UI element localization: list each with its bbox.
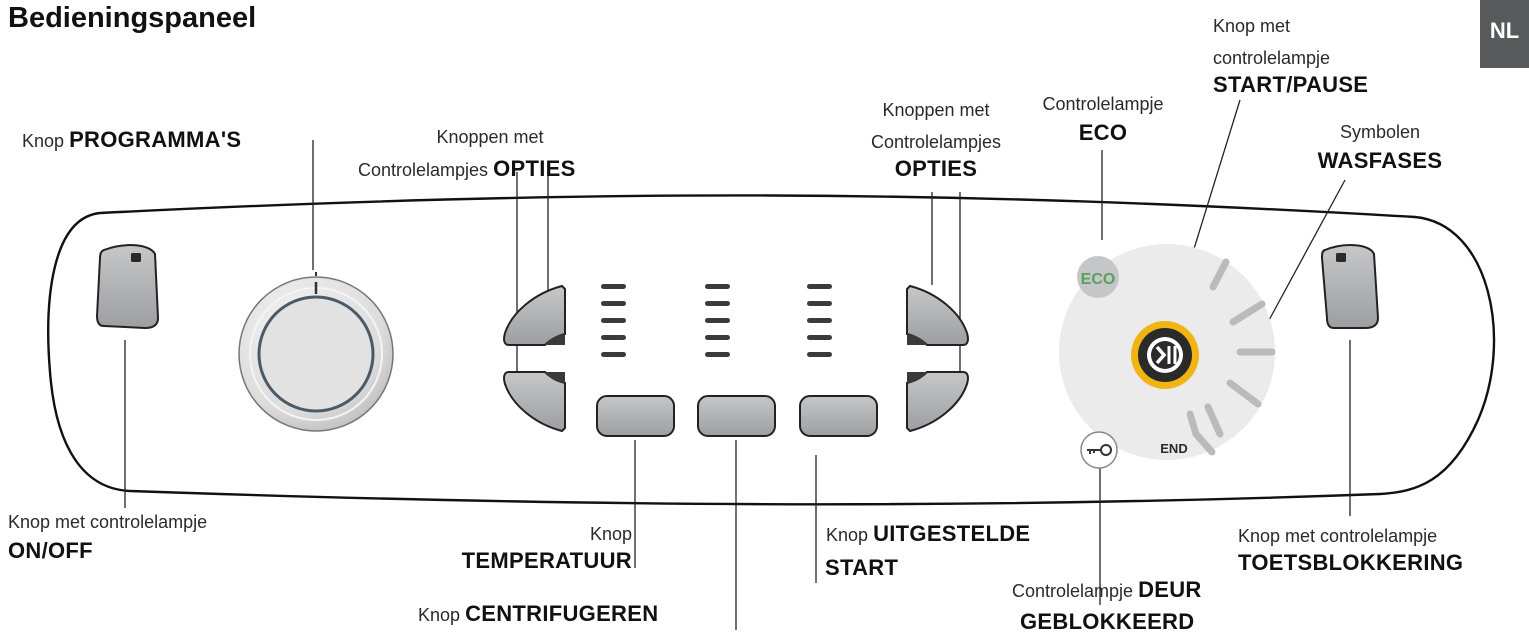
- wash-phase-symbols: [1186, 258, 1276, 456]
- option-button-left-bottom[interactable]: [503, 371, 566, 433]
- label-programs: Knop PROGRAMMA'S: [22, 127, 242, 152]
- label-temperature: Knop TEMPERATUUR: [461, 524, 632, 573]
- delayed-start-button[interactable]: [799, 395, 878, 437]
- label-delayed-start-line2: START: [825, 555, 899, 580]
- label-wash-phases: Symbolen WASFASES: [1317, 122, 1443, 173]
- start-pause-button[interactable]: [1131, 321, 1199, 389]
- label-options-left-line2: Controlelampjes OPTIES: [358, 156, 576, 181]
- key-lock-indicator: [1336, 253, 1346, 262]
- eco-indicator: ECO: [1077, 256, 1119, 298]
- level-indicators: [601, 284, 832, 357]
- label-options-right: Knoppen met Controlelampjes OPTIES: [870, 100, 1002, 181]
- door-lock-indicator: [1080, 431, 1118, 469]
- label-key-lock: Knop met controlelampje TOETSBLOKKERING: [1238, 526, 1464, 575]
- label-on-off: Knop met controlelampje ON/OFF: [8, 512, 208, 563]
- page-title: Bedieningspaneel: [8, 2, 257, 34]
- on-off-button[interactable]: [95, 244, 160, 330]
- label-door-locked-line2: GEBLOKKEERD: [1020, 609, 1195, 634]
- option-button-right-top[interactable]: [906, 284, 969, 346]
- spin-button[interactable]: [697, 395, 776, 437]
- temperature-button[interactable]: [596, 395, 675, 437]
- label-door-locked: Controlelampje DEUR: [1012, 577, 1202, 602]
- eco-badge-text: ECO: [1081, 271, 1116, 288]
- end-label: END: [1160, 441, 1187, 456]
- program-knob[interactable]: [238, 272, 394, 432]
- language-tab: NL: [1480, 0, 1529, 68]
- key-lock-button[interactable]: [1320, 244, 1380, 329]
- label-options-left: Knoppen met: [436, 127, 544, 147]
- label-delayed-start: Knop UITGESTELDE: [826, 521, 1031, 546]
- option-button-left-top[interactable]: [503, 284, 566, 346]
- play-icon: [1155, 345, 1167, 365]
- option-button-right-bottom[interactable]: [906, 371, 969, 433]
- on-off-indicator: [131, 253, 141, 262]
- label-spin: Knop CENTRIFUGEREN: [418, 601, 659, 626]
- label-eco: Controlelampje ECO: [1042, 94, 1164, 145]
- label-start-pause: Knop met controlelampje START/PAUSE: [1213, 16, 1369, 97]
